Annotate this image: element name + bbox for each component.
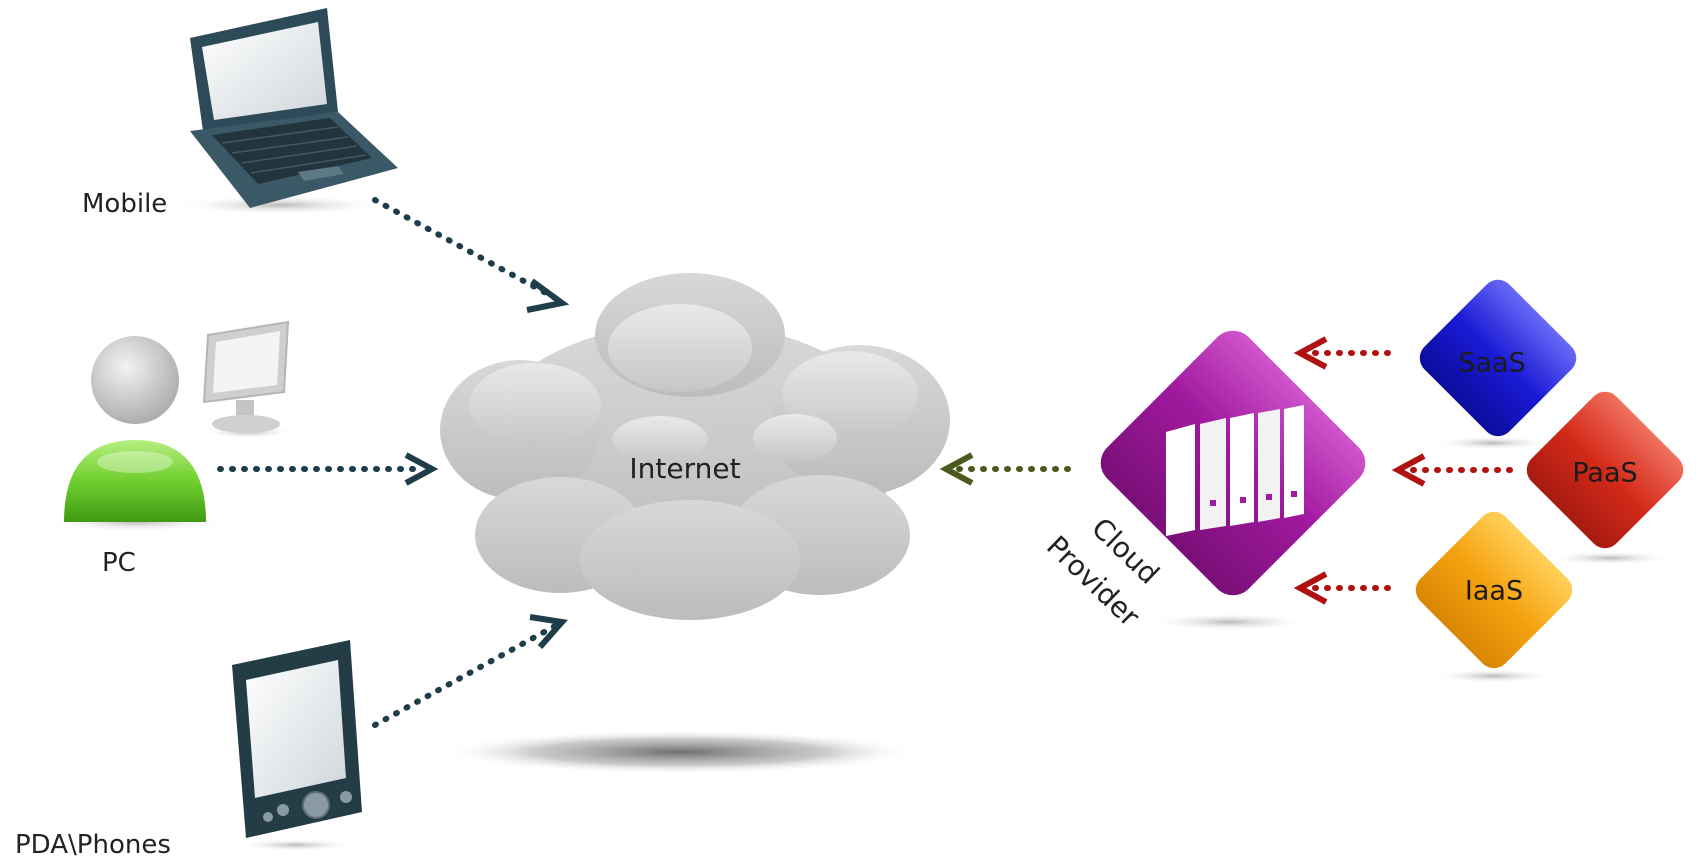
paas-node: PaaS — [1526, 391, 1684, 565]
arrow-pc-to-internet — [217, 452, 439, 486]
saas-label: SaaS — [1458, 348, 1525, 379]
pc-node: PC — [43, 320, 293, 578]
arrow-paas-to-provider — [1391, 453, 1513, 487]
arrow-iaas-to-provider — [1293, 571, 1391, 605]
iaas-label: IaaS — [1465, 576, 1523, 607]
saas-diamond — [1419, 279, 1577, 437]
arrow-pda-to-internet — [372, 614, 568, 728]
pda-node: PDA\Phones — [15, 640, 362, 860]
saas-node: SaaS — [1419, 279, 1577, 450]
arrow-saas-to-provider — [1293, 336, 1391, 370]
iaas-diamond — [1415, 511, 1573, 669]
client-arrows — [217, 197, 570, 728]
arrow-provider-to-internet — [939, 452, 1071, 486]
cloud-floor-shadow — [440, 730, 920, 774]
user-icon — [43, 336, 227, 532]
pc-label: PC — [102, 548, 136, 578]
monitor-icon — [202, 320, 293, 439]
internet-cloud: Internet — [440, 273, 950, 774]
mobile-node: Mobile — [82, 8, 398, 219]
arrow-mobile-to-internet — [372, 197, 570, 313]
iaas-node: IaaS — [1415, 511, 1573, 683]
paas-diamond — [1526, 391, 1684, 549]
internet-label: Internet — [629, 452, 740, 485]
cloud-puffs — [469, 304, 918, 464]
service-arrows — [1293, 336, 1513, 605]
pda-icon — [232, 640, 362, 851]
server-rack-icon — [1166, 405, 1304, 536]
pda-label: PDA\Phones — [15, 830, 171, 860]
paas-label: PaaS — [1572, 458, 1637, 489]
mobile-label: Mobile — [82, 189, 167, 219]
laptop-icon — [170, 8, 398, 215]
